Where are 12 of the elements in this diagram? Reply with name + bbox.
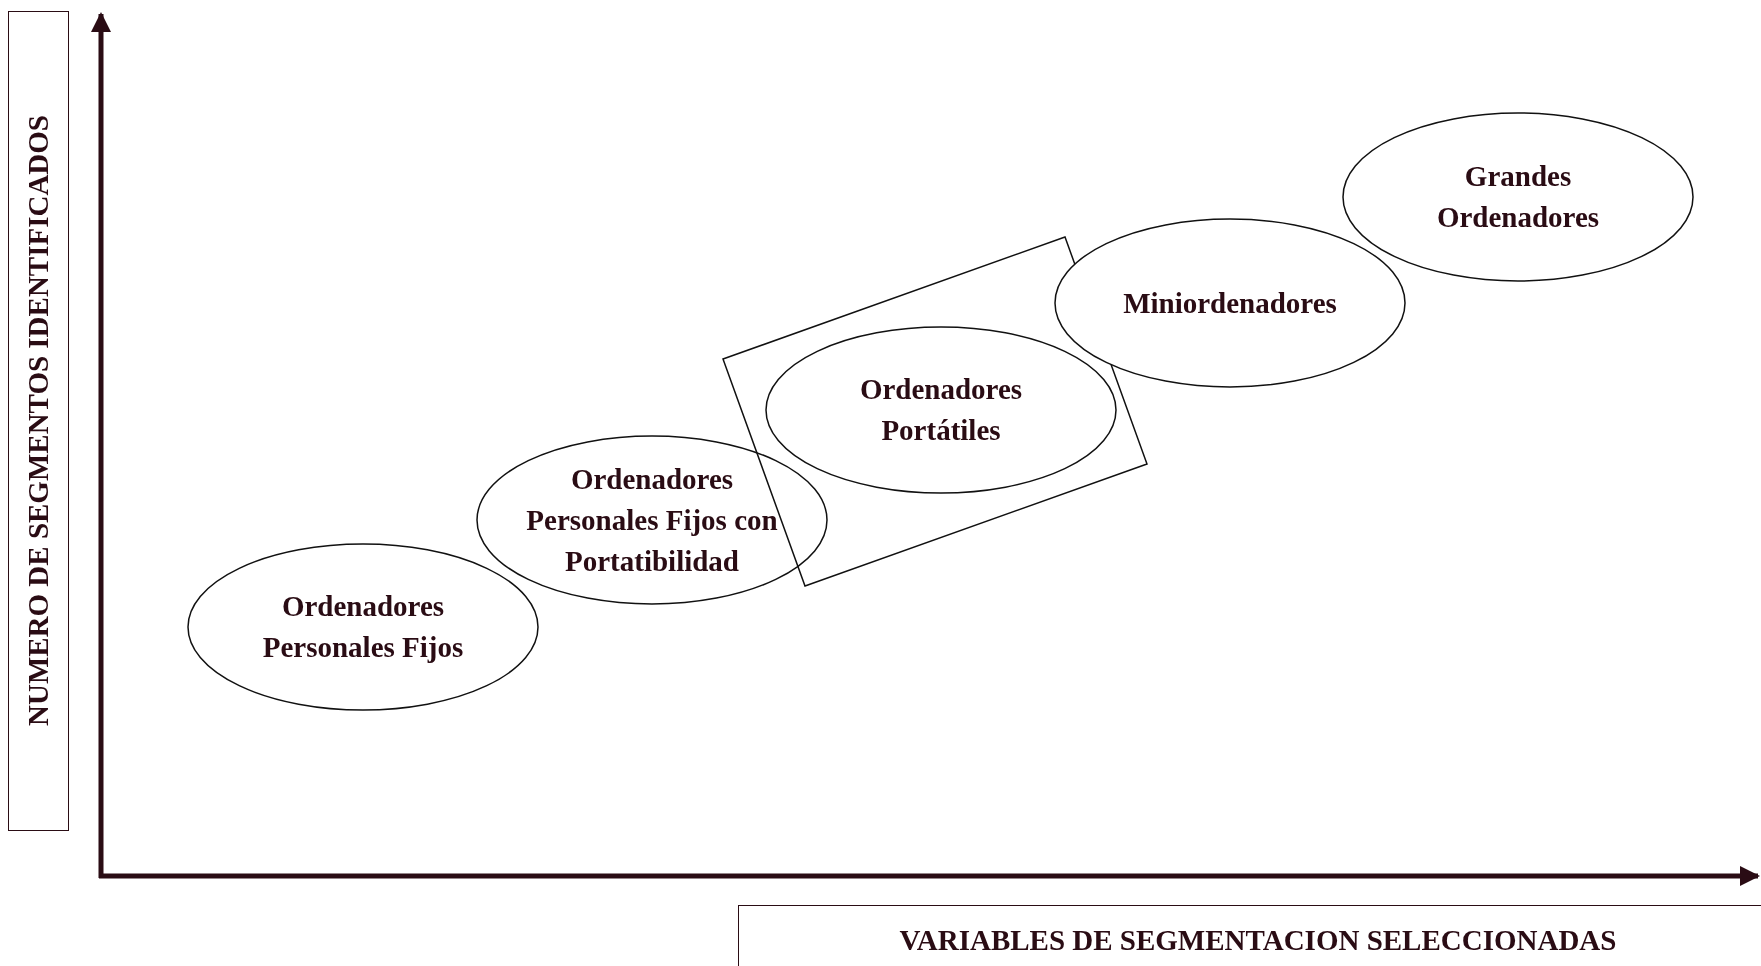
segment-ellipse — [1342, 112, 1694, 282]
segment-ellipse — [765, 326, 1117, 494]
axis-title: NUMERO DE SEGMENTOS IDENTIFICADOS — [8, 11, 69, 831]
segment-ellipse — [1054, 218, 1406, 388]
segment-label: Grandes Ordenadores — [1435, 159, 1601, 235]
segment-ellipse — [187, 543, 539, 711]
segment-ellipse — [476, 435, 828, 605]
axis-title: VARIABLES DE SEGMENTACION SELECCIONADAS — [738, 905, 1761, 966]
segment-label: Ordenadores Personales Fijos con Portatibilidad — [525, 461, 779, 579]
segment-label: Ordenadores Portátiles — [858, 372, 1024, 448]
segment-label: Ordenadores Personales Fijos — [261, 589, 465, 665]
segment-label: Miniordenadores — [1123, 285, 1337, 321]
